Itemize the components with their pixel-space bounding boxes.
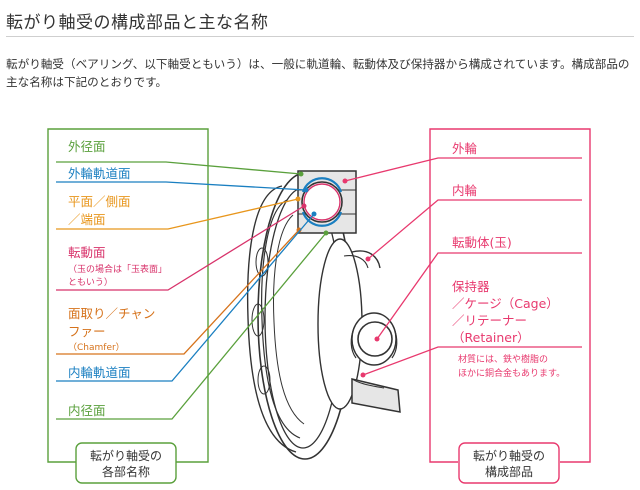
label-rolling-element: 転動体(玉): [452, 235, 512, 250]
label-cage-1: 保持器: [452, 279, 490, 294]
left-leader-lines: [56, 161, 329, 420]
left-caption-box: [75, 442, 177, 484]
left-caption-line1: 転がり軸受の: [90, 448, 162, 463]
title-divider: [6, 36, 634, 37]
label-outer-raceway: 外輪軌道面: [68, 166, 131, 181]
label-chamfer-1: 面取り／チャン: [68, 306, 155, 321]
right-panel-frame: [429, 128, 591, 484]
label-rolling-surface: 転動面: [68, 245, 106, 260]
label-rolling-note-2: ともいう）: [68, 277, 113, 288]
label-side-face-2: ／端面: [68, 212, 106, 227]
label-cage-2: ／ケージ（Cage）: [452, 296, 559, 311]
label-rolling-note-1: （玉の場合は「玉表面」: [68, 263, 167, 275]
right-caption-box: [458, 442, 560, 484]
ball-section: [301, 181, 343, 223]
bearing-illustration: [246, 170, 401, 460]
label-side-face-1: 平面／側面: [68, 194, 131, 209]
label-material-note-1: 材質には、鉄や樹脂の: [458, 353, 548, 365]
label-inner-raceway: 内輪軌道面: [68, 365, 131, 380]
label-cage-4: （Retainer）: [452, 330, 530, 345]
label-inner-diameter: 内径面: [68, 403, 106, 418]
label-cage-3: ／リテーナー: [452, 313, 527, 328]
page-title: 転がり軸受の構成部品と主な名称: [6, 13, 269, 33]
label-inner-ring: 内輪: [452, 183, 478, 198]
left-caption-line2: 各部名称: [102, 464, 150, 479]
label-outer-ring: 外輪: [452, 141, 478, 156]
label-chamfer-en: （Chamfer）: [68, 342, 125, 353]
right-caption-line2: 構成部品: [485, 464, 533, 479]
label-material-note-2: ほかに銅合金もあります。: [458, 367, 565, 379]
right-caption-line1: 転がり軸受の: [473, 448, 545, 463]
left-panel-frame: [47, 128, 209, 484]
intro-text: 転がり軸受（ベアリング、以下軸受ともいう）は、一般に軌道輪、転動体及び保持器から…: [6, 57, 630, 89]
right-leader-lines: [342, 157, 582, 378]
label-chamfer-2: ファー: [68, 324, 106, 339]
label-outer-diameter: 外径面: [68, 139, 106, 154]
